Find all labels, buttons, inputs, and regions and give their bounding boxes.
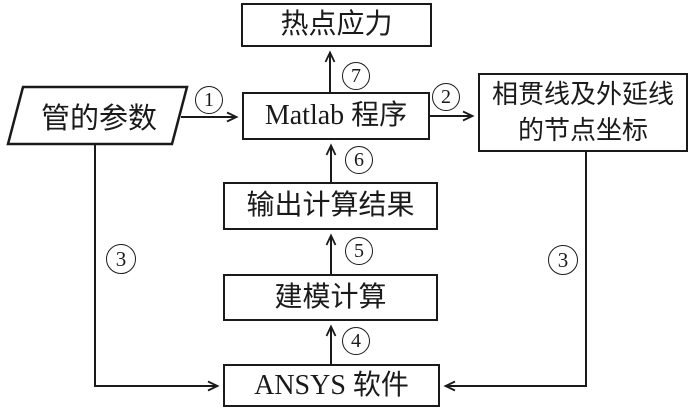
pipe-params-shape xyxy=(6,85,189,146)
node-modeling-calc: 建模计算 xyxy=(223,274,438,321)
step-circle-6: 6 xyxy=(345,146,373,174)
step-circle-1: 1 xyxy=(195,86,223,114)
node-matlab-program-label: Matlab 程序 xyxy=(264,100,408,132)
step-circle-7: 7 xyxy=(342,62,370,90)
node-output-results: 输出计算结果 xyxy=(223,182,438,230)
step-circle-4: 4 xyxy=(342,327,370,355)
node-matlab-program: Matlab 程序 xyxy=(242,92,430,140)
node-ansys-software-label: ANSYS 软件 xyxy=(254,369,409,401)
node-intersection-coords-line1: 相贯线及外延线 xyxy=(491,79,674,109)
arrow-step3-right xyxy=(443,152,587,392)
node-pipe-params-label: 管的参数 xyxy=(40,103,157,135)
node-intersection-coords-line2: 的节点坐标 xyxy=(517,115,648,145)
node-ansys-software: ANSYS 软件 xyxy=(223,364,440,407)
node-hotspot-stress: 热点应力 xyxy=(241,3,432,47)
node-output-results-label: 输出计算结果 xyxy=(246,190,415,222)
node-intersection-coords: 相贯线及外延线 的节点坐标 xyxy=(478,73,688,152)
step-circle-3-left: 3 xyxy=(106,244,136,274)
node-hotspot-stress-label: 热点应力 xyxy=(280,9,393,41)
step-circle-5: 5 xyxy=(345,237,373,265)
step-circle-3-right: 3 xyxy=(548,245,578,275)
arrow-step3-left xyxy=(94,144,220,392)
step-circle-2: 2 xyxy=(432,83,460,111)
node-modeling-calc-label: 建模计算 xyxy=(274,281,387,313)
